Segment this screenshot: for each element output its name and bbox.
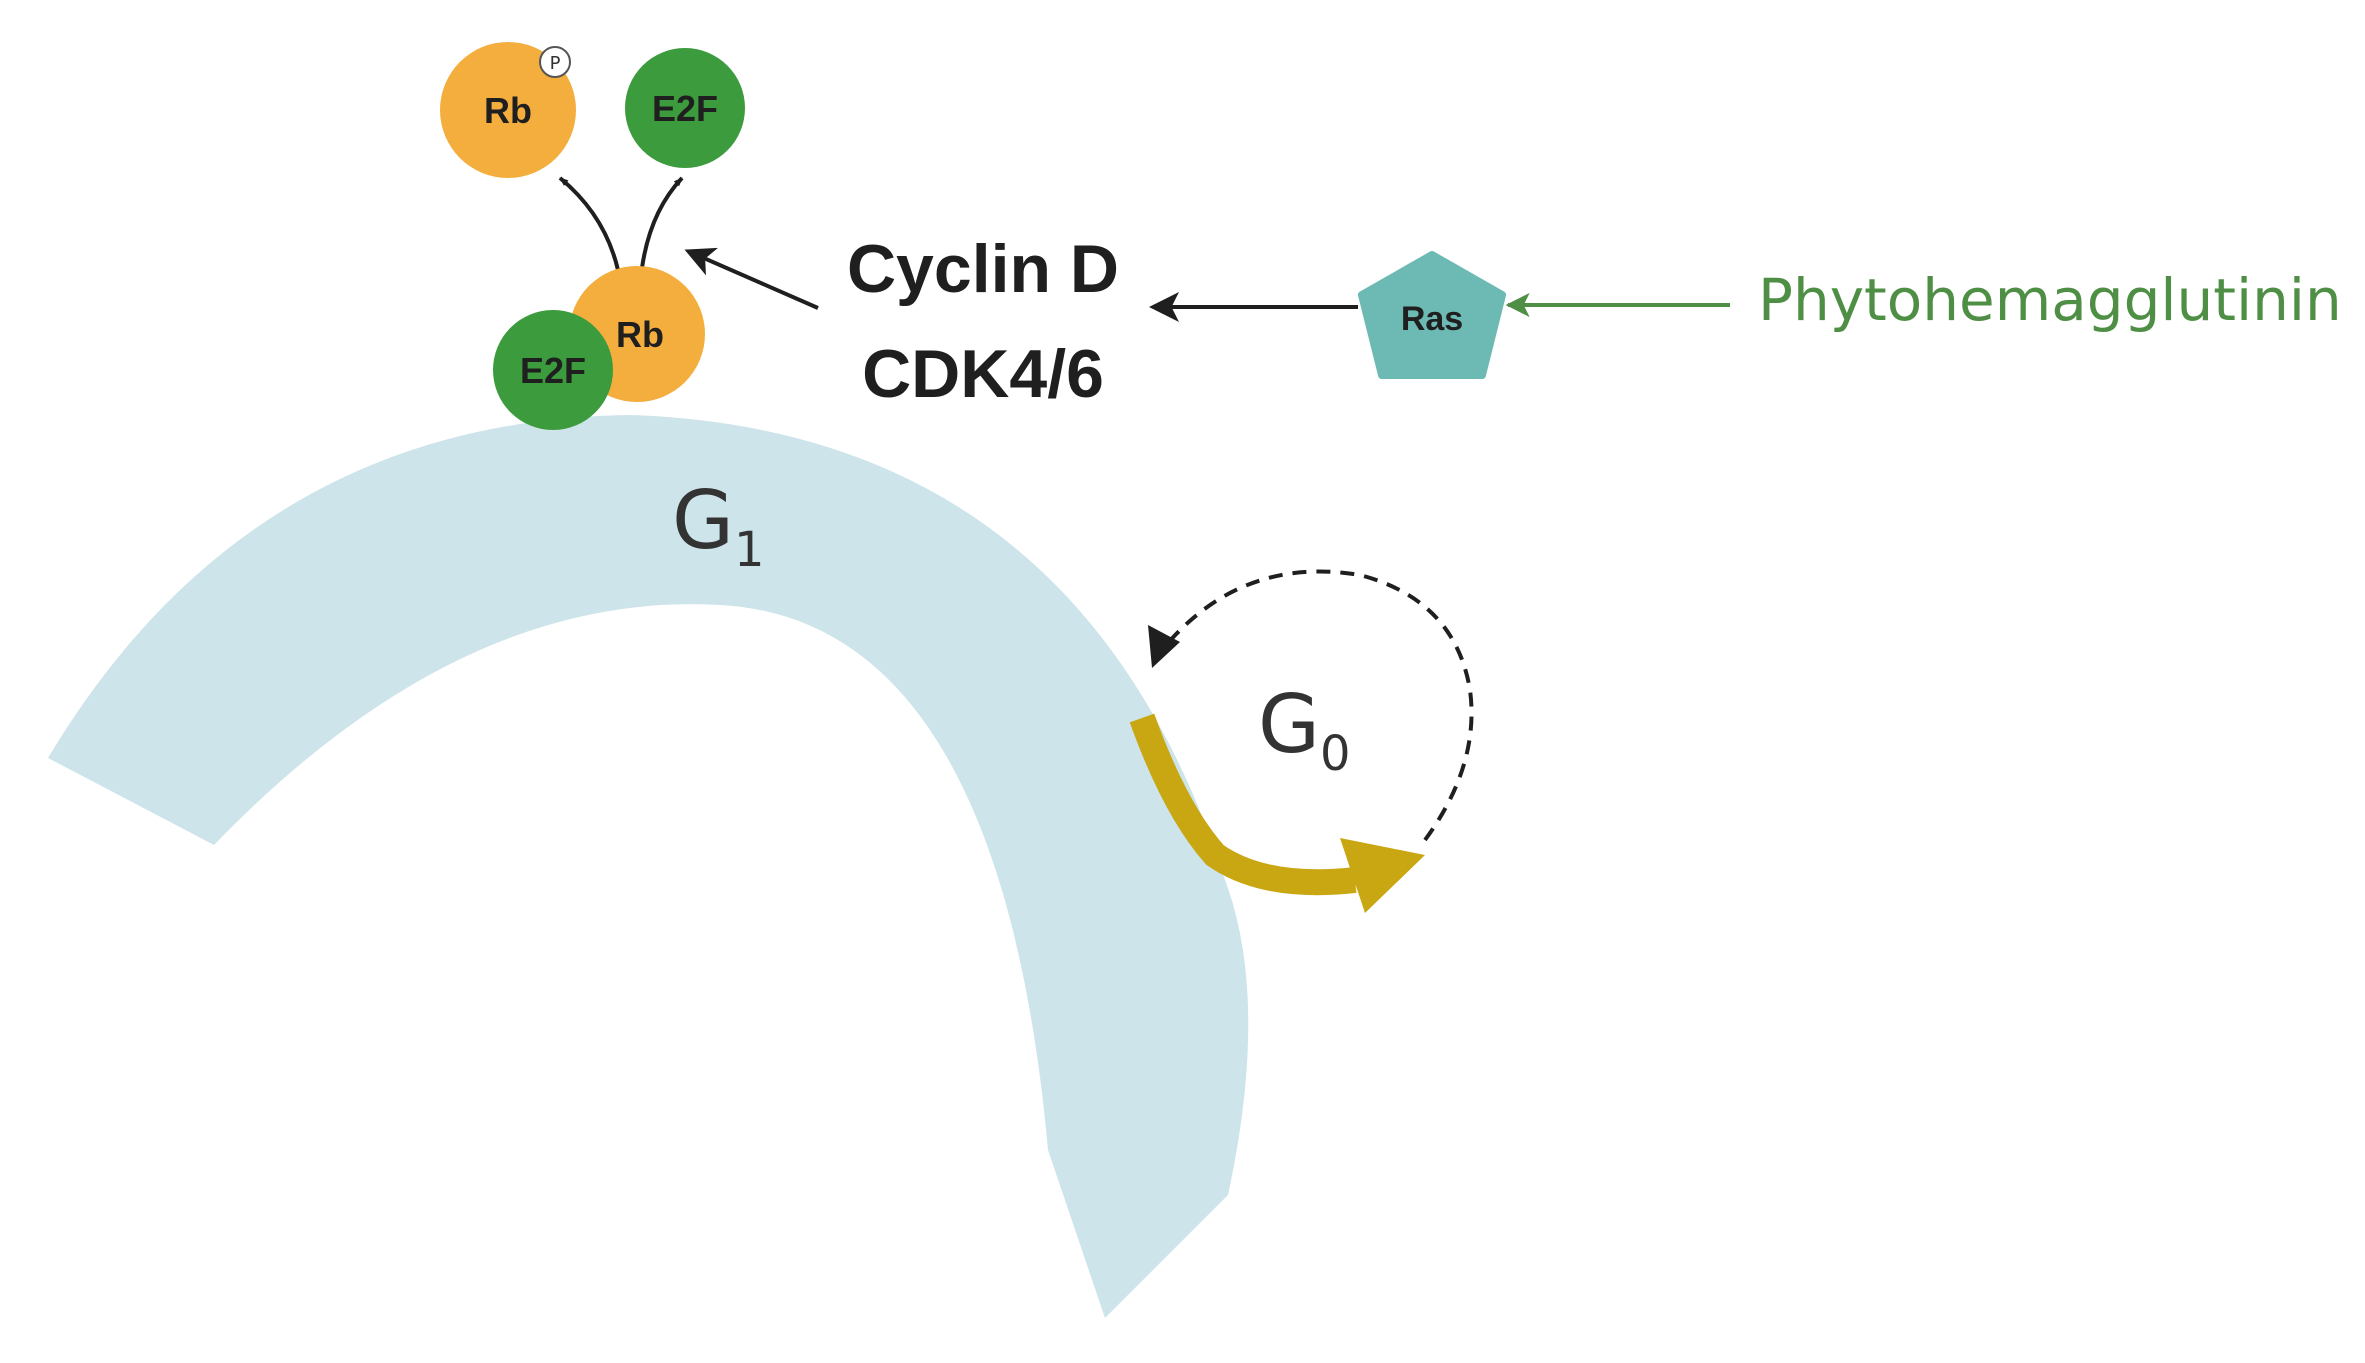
e2f-free-label: E2F — [652, 88, 718, 129]
complex-e2f-label: E2F — [520, 350, 586, 391]
cdk46-label: CDK4/6 — [862, 336, 1104, 412]
e2f-free-molecule: E2F — [625, 48, 745, 168]
ras-pentagon — [1358, 251, 1506, 379]
e2f-free-circle — [625, 48, 745, 168]
phosphate-circle — [539, 46, 571, 78]
g0-subscript: 0 — [1320, 726, 1351, 782]
arrow-cyclin-to-complex — [684, 247, 819, 310]
cyclin-d-label: Cyclin D — [847, 231, 1119, 307]
ras-label: Ras — [1401, 300, 1463, 338]
arrow-complex-to-e2f — [640, 176, 684, 269]
rb-phospho-molecule: Rb P — [440, 42, 576, 178]
rb-e2f-complex: Rb E2F — [493, 266, 705, 430]
g1-subscript: 1 — [734, 522, 765, 578]
arrow-complex-to-rb — [558, 176, 620, 271]
g0-loop-arrowhead — [1148, 625, 1180, 668]
rb-phospho-circle — [440, 42, 576, 178]
g0-label: G0 — [1258, 678, 1351, 782]
phytohemagglutinin-label: Phytohemagglutinin — [1758, 266, 2342, 334]
g1-label: G1 — [672, 474, 765, 578]
complex-rb-label: Rb — [616, 314, 664, 355]
g1-phase-band — [48, 415, 1249, 1318]
ras-molecule: Ras — [1358, 251, 1506, 379]
rb-phospho-label: Rb — [484, 90, 532, 131]
g0-exit-arrowhead — [1340, 838, 1425, 913]
g0-exit-arrow-shaft — [1129, 713, 1357, 896]
complex-e2f-circle — [493, 310, 613, 430]
phosphate-label: P — [550, 53, 561, 74]
